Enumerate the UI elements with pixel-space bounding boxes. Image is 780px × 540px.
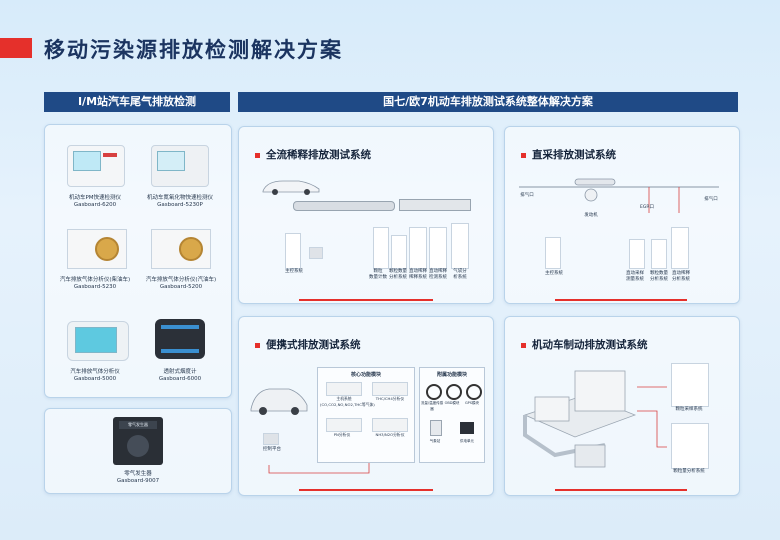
device-1-model: Gasboard-6200 bbox=[73, 202, 117, 208]
zero-gas-generator-model: Gasboard-9007 bbox=[116, 478, 160, 484]
page-title: 移动污染源排放检测解决方案 bbox=[44, 38, 343, 62]
core-item-2: THC/CH4分析仪 bbox=[375, 396, 405, 401]
brake-accent-line bbox=[555, 489, 687, 491]
portable-emission-panel: 便携式排放测试系统 控制平台 核心功能模块 主机系统 (CO,CO2,NO,NO… bbox=[238, 316, 494, 496]
dilution-tunnel bbox=[293, 201, 395, 211]
device-2-name: 机动车氮氧化物快速检测仪 bbox=[146, 195, 213, 201]
ff-label-3: 颗粒数量 分析系统 bbox=[389, 269, 407, 280]
cabinet-1 bbox=[373, 227, 389, 269]
ff-label-5: 直动稀释 检测系统 bbox=[429, 269, 447, 280]
full-flow-title: 全流稀释排放测试系统 bbox=[255, 147, 371, 162]
direct-accent-line bbox=[555, 299, 687, 301]
direct-label-sampling: 直动采样 测量系统 bbox=[626, 271, 644, 282]
particle-sampling-cabinet bbox=[671, 363, 709, 407]
accessory-module-title: 附属功能模块 bbox=[436, 372, 467, 378]
accessory-item-4: 气象站 bbox=[429, 439, 441, 443]
direct-cabinet-1 bbox=[629, 239, 645, 269]
direct-cabinet-3 bbox=[671, 227, 689, 269]
sampling-fan bbox=[399, 199, 471, 211]
portable-test-car-icon bbox=[250, 388, 308, 415]
device-4-model: Gasboard-5200 bbox=[159, 284, 203, 290]
device-2-model: Gasboard-5230P bbox=[157, 202, 203, 208]
ff-label-6: 气袋分 析系统 bbox=[453, 269, 467, 280]
control-pc bbox=[309, 247, 323, 259]
zero-gas-generator-panel: 零气发生器 零气发生器 Gasboard-9007 bbox=[44, 408, 232, 494]
device-image-pm-detector bbox=[65, 145, 127, 191]
direct-label-pn: 颗粒数量 分析系统 bbox=[650, 271, 668, 282]
accessory-module-group: 附属功能模块 流量/温度传感器 OBD模块 GPS模块 气象站 供电单元 bbox=[419, 367, 485, 463]
zero-gas-generator-front-text: 零气发生器 bbox=[119, 421, 157, 429]
full-flow-dilution-panel: 全流稀释排放测试系统 主控系统 颗粒 数量计数 颗粒数量 分析系统 直动稀释 稀… bbox=[238, 126, 494, 304]
ff-label-2: 颗粒 数量计数 bbox=[369, 269, 387, 280]
full-flow-accent-line bbox=[299, 299, 433, 301]
brake-label-analysis: 颗粒量分析系统 bbox=[673, 469, 705, 474]
accessory-item-1: 流量/温度传感器 bbox=[420, 401, 444, 411]
portable-control-label: 控制平台 bbox=[263, 447, 281, 452]
core-item-3: PN分析仪 bbox=[333, 432, 351, 437]
core-item-1: 主机系统 (CO,CO2,NO,NO2,THC等气体) bbox=[320, 396, 375, 407]
device-4-name: 汽车排放气体分析仪(汽油车) bbox=[145, 277, 217, 283]
cabinet-2 bbox=[391, 235, 407, 269]
accessory-item-5: 供电单元 bbox=[460, 439, 474, 443]
device-image-gasoline-analyzer bbox=[149, 229, 211, 273]
test-car-icon bbox=[262, 180, 320, 195]
core-item-4: NH3/N2O分析仪 bbox=[375, 432, 405, 437]
control-cabinet bbox=[285, 233, 301, 269]
device-6-model: Gasboard-6000 bbox=[158, 376, 202, 382]
portable-control-pc bbox=[263, 433, 279, 445]
particle-analysis-cabinet bbox=[671, 423, 709, 469]
cabinet-3 bbox=[409, 227, 427, 269]
direct-cabinet-2 bbox=[651, 239, 667, 269]
device-3-name: 汽车排放气体分析仪(柴油车) bbox=[59, 277, 131, 283]
accessory-item-2: OBD模块 bbox=[444, 401, 460, 405]
portable-accent-line bbox=[299, 489, 433, 491]
device-image-nox-detector bbox=[149, 145, 211, 191]
ff-label-4: 直动稀释 稀释系统 bbox=[409, 269, 427, 280]
portable-title: 便携式排放测试系统 bbox=[255, 337, 361, 352]
brake-emission-panel: 机动车制动排放测试系统 颗粒采样系统 颗粒量分析系统 bbox=[504, 316, 740, 496]
device-image-handheld-analyzer bbox=[65, 315, 129, 365]
direct-label-control: 主控系统 bbox=[545, 271, 563, 276]
title-accent-bar bbox=[0, 38, 32, 58]
cabinet-5 bbox=[451, 223, 469, 269]
device-1-name: 机动车PM快速检测仪 bbox=[68, 195, 122, 201]
device-image-zero-gas-generator: 零气发生器 bbox=[113, 417, 163, 465]
left-section-header: I/M站汽车尾气排放检测 bbox=[44, 92, 230, 112]
core-module-title: 核心功能模块 bbox=[350, 372, 381, 378]
core-module-group: 核心功能模块 主机系统 (CO,CO2,NO,NO2,THC等气体) THC/C… bbox=[317, 367, 415, 463]
direct-title: 直采排放测试系统 bbox=[521, 147, 616, 162]
zero-gas-generator-name: 零气发生器 bbox=[124, 471, 152, 477]
brake-test-rig-diagram bbox=[523, 370, 637, 468]
direct-label-exhaust-1: 排气口 bbox=[520, 193, 534, 198]
device-5-name: 汽车排放气体分析仪 bbox=[70, 369, 120, 375]
device-3-model: Gasboard-5230 bbox=[73, 284, 117, 290]
direct-label-egr: EGR口 bbox=[640, 205, 654, 210]
accessory-item-3: GPS模块 bbox=[464, 401, 480, 405]
im-station-devices-panel: 机动车PM快速检测仪 Gasboard-6200 机动车氮氧化物快速检测仪 Ga… bbox=[44, 124, 232, 398]
direct-label-exhaust-2: 排气口 bbox=[704, 197, 718, 202]
device-image-diesel-analyzer bbox=[65, 229, 127, 273]
brake-connection-lines bbox=[637, 386, 667, 448]
direct-sampling-panel: 直采排放测试系统 排气口 排气口 EGR口 发动机 主控系统 直动采样 测量系统… bbox=[504, 126, 740, 304]
device-image-smoke-meter bbox=[149, 315, 211, 365]
direct-label-dilution: 直动稀释 分析系统 bbox=[672, 271, 690, 282]
brake-title: 机动车制动排放测试系统 bbox=[521, 337, 648, 352]
cabinet-4 bbox=[429, 227, 447, 269]
portable-connection-lines bbox=[268, 463, 370, 474]
direct-control-cabinet bbox=[545, 237, 561, 269]
device-6-name: 透射式烟度计 bbox=[163, 369, 197, 375]
ff-label-1: 主控系统 bbox=[285, 269, 303, 274]
device-5-model: Gasboard-5000 bbox=[73, 376, 117, 382]
exhaust-piping-diagram bbox=[519, 178, 719, 213]
direct-label-engine: 发动机 bbox=[584, 213, 598, 218]
brake-label-sampling: 颗粒采样系统 bbox=[675, 407, 703, 412]
right-section-header: 国七/欧7机动车排放测试系统整体解决方案 bbox=[238, 92, 738, 112]
